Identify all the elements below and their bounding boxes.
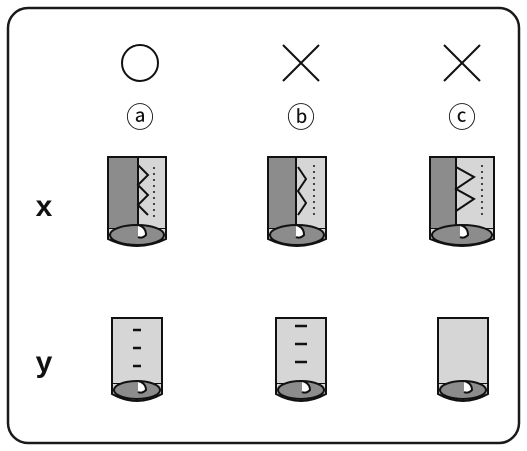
- seam-x-a-illustration: [107, 156, 167, 247]
- seam-x-b-illustration: [267, 156, 327, 247]
- column-c-label: ⓒ: [448, 102, 476, 133]
- column-b-header: ⓑ: [282, 44, 320, 133]
- row-y-label: y: [36, 346, 53, 379]
- straight-stitch: [133, 328, 141, 368]
- zigzag-stitch: [454, 166, 476, 212]
- seam-x-c-illustration: [429, 156, 495, 247]
- straight-stitch: [295, 324, 307, 364]
- column-b-label: ⓑ: [287, 102, 315, 133]
- cross-mark-icon: [282, 44, 320, 82]
- column-a-label: ⓐ: [126, 102, 154, 133]
- zigzag-stitch: [296, 166, 308, 216]
- seam-y-c-illustration: [437, 317, 489, 402]
- row-x-label: x: [36, 190, 53, 223]
- column-a-header: ⓐ: [121, 44, 159, 133]
- circle-mark-icon: [121, 44, 159, 82]
- seam-y-a-illustration: [111, 317, 163, 402]
- zigzag-stitch: [136, 164, 150, 216]
- cross-mark-icon: [443, 44, 481, 82]
- seam-y-b-illustration: [275, 317, 327, 402]
- column-c-header: ⓒ: [443, 44, 481, 133]
